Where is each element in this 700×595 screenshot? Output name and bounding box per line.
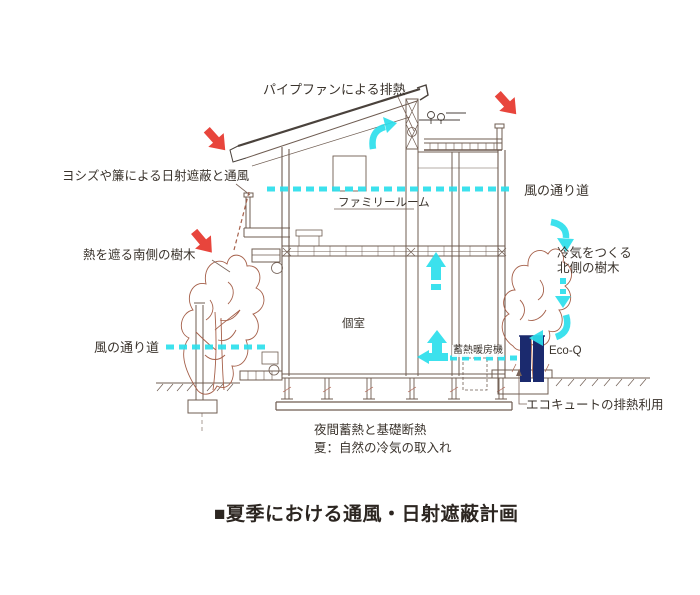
solar-arrows: [191, 91, 517, 253]
right-railing-cap: [494, 123, 505, 129]
diagram-title: ■夏季における通風・日射遮蔽計画: [214, 504, 519, 525]
floor-t-arrow: [417, 330, 448, 364]
north-cool-air-arrows: [529, 218, 574, 346]
label-wind-path-right: 風の通り道: [524, 183, 590, 198]
label-private-room: 個室: [342, 318, 365, 330]
label-ecoq: Eco-Q: [549, 345, 582, 357]
left-deck: [239, 370, 283, 381]
attic-wall: [405, 98, 419, 150]
airflow-markers: [166, 117, 574, 364]
joint-brace: [282, 247, 507, 257]
wall-fitting: [271, 262, 283, 274]
solar-arrow-south-tree: [191, 228, 212, 253]
first-floor: [282, 373, 505, 379]
base-box: [261, 351, 279, 365]
second-floor-band: [282, 245, 505, 257]
pipe-fan-leader: [397, 96, 415, 132]
interior-shaft-wall: [405, 149, 419, 376]
label-pipe-fan: パイプファンによる排熱: [263, 82, 406, 97]
leader-lines: [211, 96, 527, 405]
attic-duct: [407, 127, 417, 137]
south-tree: [180, 254, 265, 395]
roof-underside: [245, 100, 418, 159]
balcony-slab: [243, 227, 290, 238]
label-foundation-line1: 夜間蓄熱と基礎断熱: [314, 423, 427, 437]
south-wall: [281, 147, 290, 376]
label-storage-heater: 蓄熱暖房機: [452, 345, 504, 357]
solar-arrow-upper-right: [494, 91, 517, 115]
roof-ridge-cap: [416, 84, 429, 101]
shaft-up-arrow: [426, 252, 446, 290]
label-wind-path-left: 風の通り道: [94, 340, 160, 355]
floor-piers: [281, 378, 507, 400]
label-cool-air: 冷気をつくる 北側の樹木: [557, 246, 632, 276]
yoshizu-leader: [235, 183, 251, 196]
label-ecocute-heat: エコキュートの排熱利用: [526, 398, 664, 412]
label-south-trees: 熱を遮る南側の樹木: [83, 248, 196, 262]
south-tree-leader: [211, 259, 231, 273]
label-family-room: ファミリールーム: [338, 197, 430, 209]
label-cool-air-line2: 北側の樹木: [557, 261, 620, 275]
bench: [295, 229, 323, 237]
right-railing: [496, 128, 503, 150]
reed-screen: [233, 191, 250, 251]
pipe-fan-icon: [419, 111, 466, 124]
interior-wall: [451, 152, 460, 376]
attic-brace: [405, 98, 419, 150]
north-wall: [497, 150, 506, 378]
upper-window: [332, 155, 367, 192]
foundation-slab: [275, 401, 513, 411]
label-yoshizu: ヨシズや簾による日射遮蔽と通風: [62, 169, 250, 183]
right-deck: [424, 138, 502, 144]
solar-arrow-upper-left: [203, 127, 226, 151]
label-cool-air-line1: 冷気をつくる: [557, 246, 632, 260]
awning-box: [251, 248, 281, 263]
roof-gutter: [229, 145, 247, 163]
fence-footing: [187, 399, 218, 414]
label-foundation-line2: 夏：自然の冷気の取入れ: [314, 441, 452, 455]
ecocute-leader: [518, 374, 527, 405]
attic-curved-arrow: [369, 117, 397, 150]
left-fence: [194, 302, 205, 400]
roof-top-line: [237, 87, 421, 148]
